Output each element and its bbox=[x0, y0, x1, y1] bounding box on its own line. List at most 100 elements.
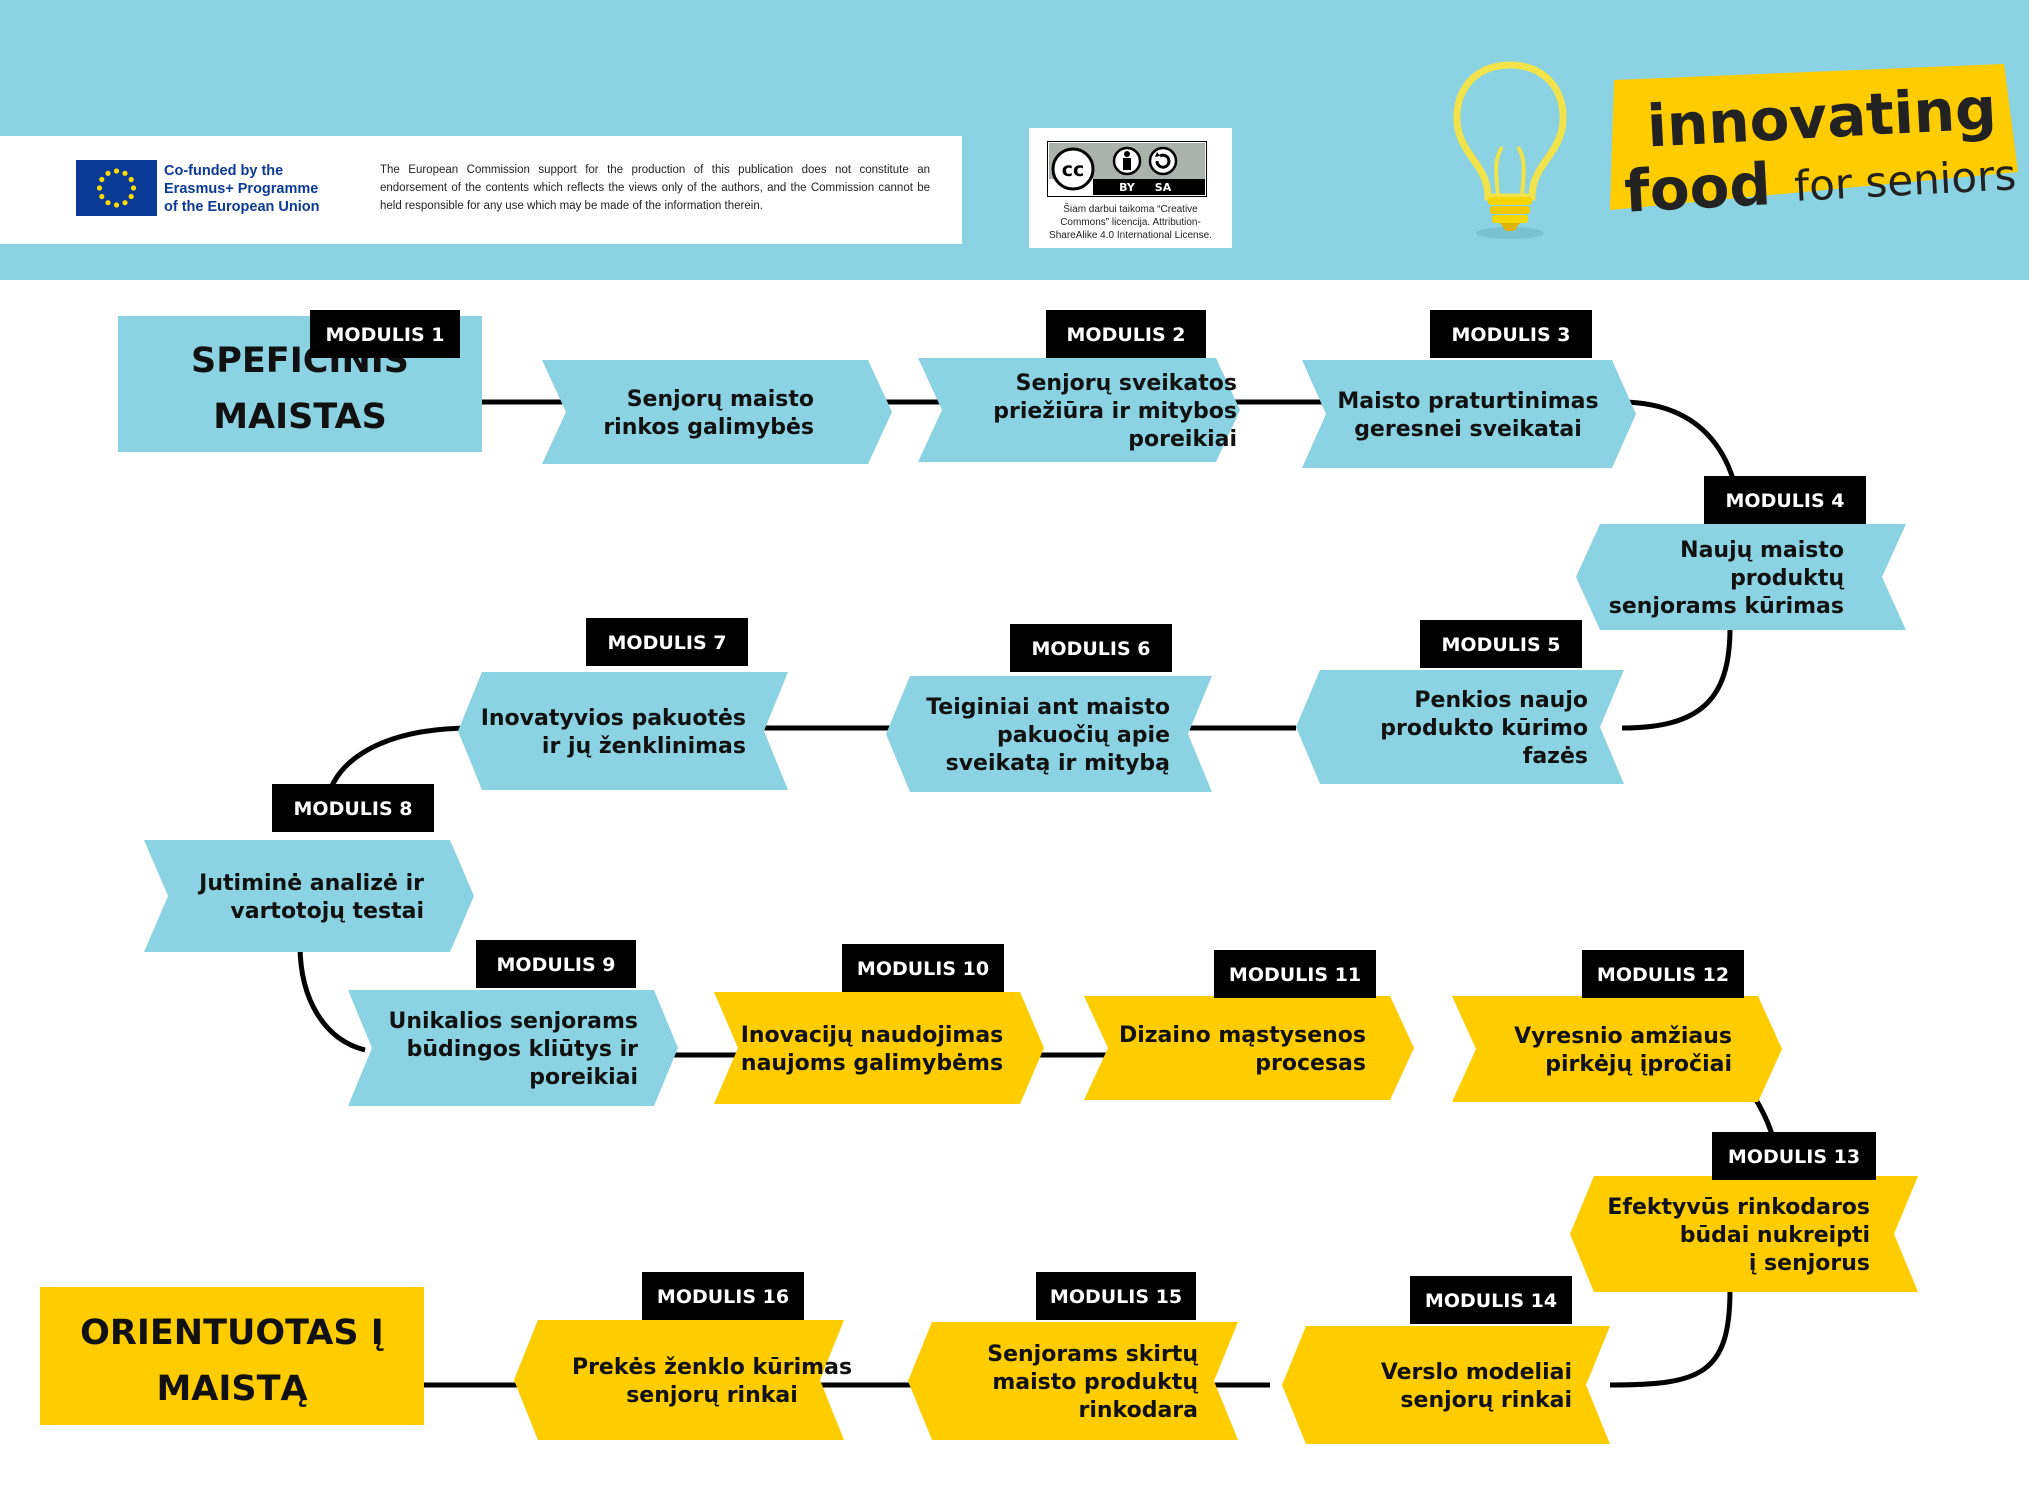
module-description-line: ir jų ženklinimas bbox=[542, 734, 746, 759]
module-description-line: Vyresnio amžiaus bbox=[1514, 1024, 1732, 1049]
module-tag bbox=[272, 784, 434, 832]
innovating-food-logo: innovating food for seniors bbox=[1610, 64, 2018, 225]
module-description-line: naujoms galimybėms bbox=[741, 1051, 1003, 1076]
module-tag bbox=[642, 1272, 804, 1320]
module-11: MODULIS 11 Dizaino mąstysenos procesas bbox=[1084, 950, 1414, 1100]
module-description-line: priežiūra ir mitybos bbox=[993, 399, 1237, 424]
module-tag bbox=[476, 940, 636, 988]
module-tag bbox=[1036, 1272, 1196, 1320]
module-tag-label: MODULIS 8 bbox=[294, 798, 413, 820]
module-14: MODULIS 14 Verslo modeliai senjorų rinkai bbox=[1282, 1276, 1610, 1444]
module-shape bbox=[144, 840, 474, 952]
module-description-line: Senjorams skirtų bbox=[987, 1342, 1198, 1367]
cc-badge-sa: SA bbox=[1155, 181, 1172, 194]
module-shape bbox=[542, 360, 892, 464]
license-panel: cc BY SA Šiam darbui taikoma “Creative C… bbox=[1029, 128, 1232, 248]
module-tag bbox=[586, 618, 748, 666]
module-description-line: sveikatą ir mitybą bbox=[946, 751, 1170, 776]
module-tag bbox=[1214, 950, 1376, 998]
module-tag-label: MODULIS 3 bbox=[1452, 324, 1571, 346]
connector-line bbox=[1621, 627, 1733, 731]
module-tag-label: MODULIS 2 bbox=[1067, 324, 1186, 346]
module-description-line: Verslo modeliai bbox=[1381, 1360, 1572, 1385]
connector-line bbox=[297, 944, 366, 1053]
module-description-line: procesas bbox=[1255, 1051, 1366, 1076]
module-shape bbox=[908, 1322, 1238, 1440]
license-line: Šiam darbui taikoma “Creative bbox=[1063, 204, 1198, 215]
funding-line: Erasmus+ Programme bbox=[164, 181, 319, 197]
module-tag-label: MODULIS 14 bbox=[1425, 1290, 1557, 1312]
license-text: Šiam darbui taikoma “Creative Commons” l… bbox=[1033, 203, 1228, 242]
module-shape bbox=[514, 1320, 844, 1440]
module-description-line: pirkėjų įpročiai bbox=[1545, 1052, 1732, 1077]
module-description-line: Inovatyvios pakuotės bbox=[481, 706, 746, 731]
module-tag bbox=[310, 310, 460, 358]
module-tag-label: MODULIS 10 bbox=[857, 958, 989, 980]
module-tag-label: MODULIS 12 bbox=[1597, 964, 1729, 986]
module-description-line: poreikiai bbox=[1128, 427, 1237, 452]
eu-flag-icon bbox=[76, 160, 157, 216]
module-description-line: pakuočių apie bbox=[997, 723, 1170, 748]
module-shape bbox=[348, 990, 678, 1106]
module-description-line: Teiginiai ant maisto bbox=[926, 695, 1170, 720]
license-line: Commons” licencija. Attribution- bbox=[1060, 217, 1201, 228]
module-tag bbox=[1582, 950, 1744, 998]
erasmus-funding-label: Co-funded by the Erasmus+ Programme of t… bbox=[164, 162, 364, 216]
module-shape bbox=[1302, 360, 1636, 468]
end-terminal-box bbox=[40, 1287, 424, 1425]
module-tag bbox=[1430, 310, 1592, 358]
module-tag-label: MODULIS 4 bbox=[1726, 490, 1845, 512]
module-tag bbox=[1046, 310, 1206, 358]
module-description-line: būdingos kliūtys ir bbox=[407, 1037, 639, 1062]
module-description-line: fazės bbox=[1523, 744, 1588, 769]
connector-lines bbox=[297, 399, 1779, 1388]
module-tag-label: MODULIS 5 bbox=[1442, 634, 1561, 656]
module-description-line: Unikalios senjorams bbox=[388, 1009, 638, 1034]
module-description-line: senjorų rinkai bbox=[1400, 1388, 1572, 1413]
cc-badge-cc: cc bbox=[1062, 159, 1085, 181]
module-description-line: produkto kūrimo bbox=[1380, 716, 1588, 741]
module-shape bbox=[918, 358, 1240, 462]
module-description-line: Naujų maisto bbox=[1680, 538, 1844, 563]
module-tag-label: MODULIS 11 bbox=[1229, 964, 1361, 986]
module-tag-label: MODULIS 7 bbox=[608, 632, 727, 654]
module-tag bbox=[1704, 476, 1866, 524]
module-tag bbox=[1420, 620, 1582, 668]
module-7: MODULIS 7 Inovatyvios pakuotės ir jų ženkl… bbox=[458, 618, 788, 790]
lightbulb-icon bbox=[1453, 61, 1567, 239]
module-tag bbox=[1712, 1132, 1876, 1180]
module-description-line: Prekės ženklo kūrimas bbox=[572, 1355, 852, 1380]
brand-line2-bold: food bbox=[1623, 150, 1773, 225]
module-shape bbox=[1296, 670, 1624, 784]
module-shape bbox=[458, 672, 788, 790]
module-description-line: Jutiminė analizė ir bbox=[197, 871, 424, 896]
module-description-line: geresnei sveikatai bbox=[1354, 417, 1582, 442]
cc-badge-by: BY bbox=[1119, 181, 1136, 194]
module-1: MODULIS 1 Senjorų maisto rinkos galimybės bbox=[310, 310, 892, 464]
module-shape bbox=[1282, 1326, 1610, 1444]
module-shape bbox=[1452, 996, 1782, 1102]
module-shape bbox=[1576, 524, 1906, 630]
module-description-line: Dizaino mąstysenos bbox=[1119, 1023, 1366, 1048]
module-description-line: senjorų rinkai bbox=[626, 1383, 798, 1408]
funding-line: Co-funded by the bbox=[164, 163, 284, 179]
module-description-line: poreikiai bbox=[529, 1065, 638, 1090]
module-description-line: Senjorų maisto bbox=[627, 387, 814, 412]
brand-line2-rest: for seniors bbox=[1793, 150, 2017, 211]
module-tag-label: MODULIS 1 bbox=[326, 324, 445, 346]
module-description-line: rinkodara bbox=[1079, 1398, 1199, 1423]
module-description-line: maisto produktų bbox=[992, 1370, 1198, 1395]
module-tag bbox=[1010, 624, 1172, 672]
module-description-line: į senjorus bbox=[1749, 1251, 1870, 1276]
module-description-line: rinkos galimybės bbox=[603, 415, 814, 440]
end-terminal-label: MAISTĄ bbox=[156, 1369, 307, 1409]
